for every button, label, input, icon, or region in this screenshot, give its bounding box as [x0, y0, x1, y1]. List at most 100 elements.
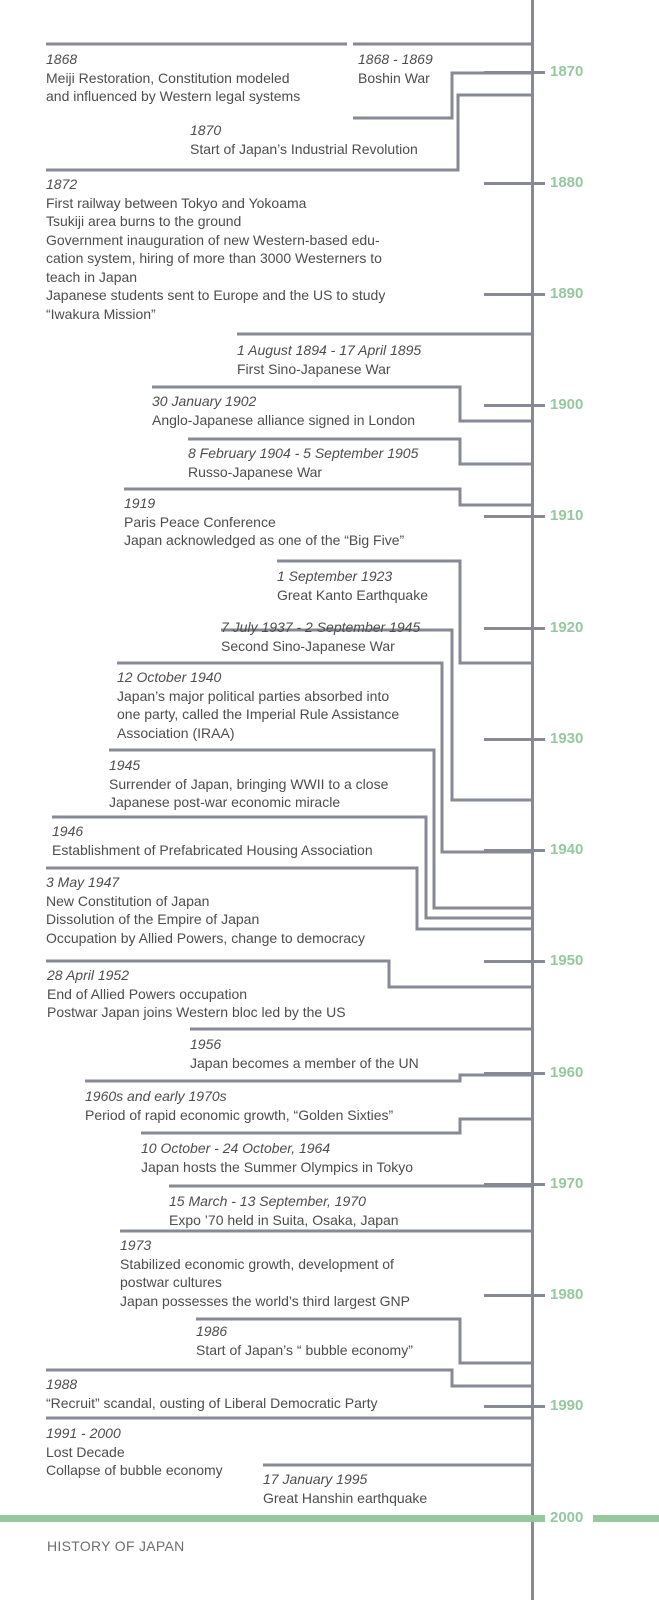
- event-date: 1991 - 2000: [46, 1425, 121, 1441]
- decade-label: 2000: [550, 1509, 584, 1526]
- event-line: Boshin War: [358, 69, 430, 86]
- page-title: HISTORY OF JAPAN: [47, 1538, 185, 1554]
- event-date: 1868 - 1869: [358, 51, 433, 67]
- event-date: 3 May 1947: [46, 874, 120, 890]
- decade-label: 1950: [550, 952, 584, 969]
- event-line: Great Hanshin earthquake: [263, 1489, 428, 1506]
- event-date: 15 March - 13 September, 1970: [169, 1193, 366, 1209]
- decade-tick: [484, 404, 545, 407]
- event-date: 10 October - 24 October, 1964: [141, 1140, 331, 1156]
- event-line: Japanese students sent to Europe and the…: [46, 287, 386, 303]
- event-line: Establishment of Prefabricated Housing A…: [52, 841, 373, 858]
- timeline-baseline: [0, 1515, 545, 1522]
- event-1937: 7 July 1937 - 2 September 1945 Second Si…: [221, 618, 456, 655]
- event-line: Occupation by Allied Powers, change to d…: [46, 929, 366, 946]
- connector-1902: [152, 385, 531, 423]
- event-line: Second Sino-Japanese War: [221, 637, 395, 654]
- event-date: 1956: [190, 1036, 222, 1052]
- connector-1945: [109, 748, 531, 910]
- event-line: one party, called the Imperial Rule Assi…: [117, 706, 400, 722]
- event-date: 28 April 1952: [47, 967, 129, 983]
- event-date: 8 February 1904 - 5 September 1905: [188, 445, 419, 461]
- event-line: Japan becomes a member of the UN: [190, 1054, 419, 1071]
- event-date: 12 October 1940: [117, 669, 222, 685]
- decade-tick: [484, 293, 545, 296]
- event-line: End of Allied Powers occupation: [47, 985, 248, 1002]
- decade-tick: [484, 1072, 545, 1075]
- decade-tick: [484, 849, 545, 852]
- connector-1904: [188, 437, 531, 466]
- decade-label: 1910: [550, 507, 584, 524]
- event-date: 1872: [46, 176, 78, 192]
- event-line: Surrender of Japan, bringing WWII to a c…: [109, 775, 389, 792]
- event-1870: 1870 Start of Japan’s Industrial Revolut…: [190, 121, 460, 158]
- event-date: 7 July 1937 - 2 September 1945: [221, 619, 421, 635]
- event-1973: 1973 Stabilized economic growth, develop…: [120, 1236, 460, 1310]
- event-line: Period of rapid economic growth, “Golden…: [85, 1106, 394, 1123]
- timeline-baseline-right: [593, 1515, 659, 1522]
- decade-label: 1980: [550, 1286, 584, 1303]
- event-date: 1946: [52, 823, 84, 839]
- connector-1960s: [85, 1073, 531, 1083]
- event-line: teach in Japan: [46, 268, 138, 285]
- decade-tick: [484, 1294, 545, 1297]
- event-1964: 10 October - 24 October, 1964 Japan host…: [141, 1139, 461, 1176]
- event-line: Association (IRAA): [117, 724, 235, 741]
- connector-1946: [52, 815, 531, 920]
- event-line: Japan possesses the world’s third larges…: [120, 1292, 410, 1309]
- event-line: cation system, hiring of more than 3000 …: [46, 250, 382, 266]
- event-date: 1973: [120, 1237, 152, 1253]
- event-line: “Recruit” scandal, ousting of Liberal De…: [46, 1394, 378, 1411]
- connector-1870: [190, 93, 531, 172]
- connector-1952: [46, 959, 531, 989]
- event-line: Anglo-Japanese alliance signed in London: [152, 411, 416, 428]
- event-line: First railway between Tokyo and Yokoama: [46, 194, 307, 211]
- decade-tick: [484, 738, 545, 741]
- connector-1937: [221, 628, 531, 802]
- event-1904: 8 February 1904 - 5 September 1905 Russo…: [188, 444, 458, 481]
- event-line: Tsukiji area burns to the ground: [46, 213, 242, 229]
- event-line: Japan hosts the Summer Olympics in Tokyo: [141, 1158, 414, 1175]
- decade-tick: [484, 71, 545, 74]
- event-expo-1970: 15 March - 13 September, 1970 Expo ’70 h…: [169, 1192, 469, 1229]
- event-line: Postwar Japan joins Western bloc led by …: [47, 1004, 346, 1020]
- event-line: postwar cultures: [120, 1274, 222, 1290]
- event-1986: 1986 Start of Japan’s “ bubble economy”: [196, 1322, 456, 1359]
- event-1902: 30 January 1902 Anglo-Japanese alliance …: [152, 392, 462, 429]
- event-line: “Iwakura Mission”: [46, 305, 156, 322]
- decade-label: 1890: [550, 285, 584, 302]
- decade-label: 1990: [550, 1397, 584, 1414]
- connector-1923: [277, 559, 531, 665]
- event-line: New Constitution of Japan: [46, 892, 210, 909]
- event-1946: 1946 Establishment of Prefabricated Hous…: [52, 822, 432, 859]
- decade-tick: [484, 960, 545, 963]
- event-date: 1870: [190, 122, 222, 138]
- decade-label: 1900: [550, 396, 584, 413]
- event-line: Meiji Restoration, Constitution modeled: [46, 69, 290, 86]
- event-line: Dissolution of the Empire of Japan: [46, 911, 260, 927]
- decade-label: 1970: [550, 1175, 584, 1192]
- event-date: 30 January 1902: [152, 393, 257, 409]
- event-line: Stabilized economic growth, development …: [120, 1255, 394, 1272]
- decade-label: 1960: [550, 1064, 584, 1081]
- event-1940: 12 October 1940 Japan’s major political …: [117, 668, 447, 742]
- event-line: Russo-Japanese War: [188, 463, 323, 480]
- event-line: and influenced by Western legal systems: [46, 88, 301, 104]
- event-line: Expo ’70 held in Suita, Osaka, Japan: [169, 1211, 399, 1228]
- event-date: 1919: [124, 495, 156, 511]
- event-date: 1 September 1923: [277, 568, 393, 584]
- event-1988: 1988 “Recruit” scandal, ousting of Liber…: [46, 1375, 446, 1412]
- event-1872: 1872 First railway between Tokyo and Yok…: [46, 175, 436, 323]
- event-1956: 1956 Japan becomes a member of the UN: [190, 1035, 470, 1072]
- decade-label: 1920: [550, 619, 584, 636]
- decade-label: 1930: [550, 730, 584, 747]
- event-date: 1986: [196, 1323, 228, 1339]
- connector-1947: [46, 866, 531, 931]
- event-line: Government inauguration of new Western-b…: [46, 231, 380, 248]
- event-line: Japan acknowledged as one of the “Big Fi…: [124, 532, 405, 548]
- event-1868-1869: 1868 - 1869 Boshin War: [358, 50, 478, 87]
- event-line: Start of Japan’s Industrial Revolution: [190, 140, 418, 157]
- decade-tick: [484, 515, 545, 518]
- decade-label: 1880: [550, 174, 584, 191]
